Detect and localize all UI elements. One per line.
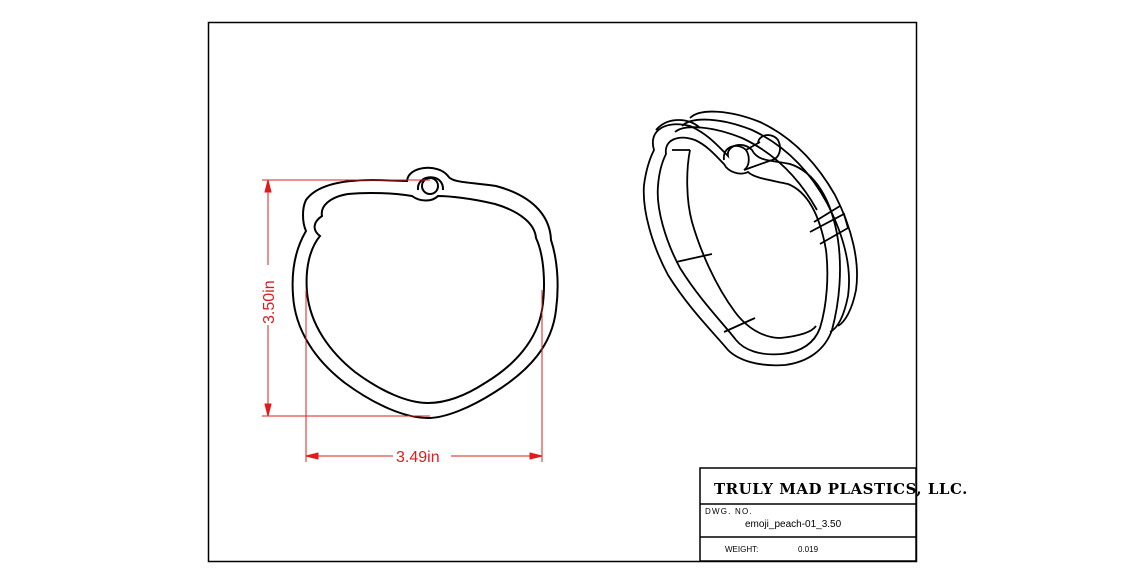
height-arrow-top	[264, 179, 272, 193]
front-outer-outline	[291, 166, 559, 420]
weight-label: WEIGHT:	[725, 545, 758, 554]
title-block-frame	[699, 467, 917, 562]
iso-back-rim-3	[674, 126, 818, 211]
iso-front-inner	[656, 136, 829, 356]
dwg-no-value: emoji_peach-01_3.50	[745, 519, 842, 530]
iso-wall-edge-1	[675, 253, 713, 263]
iso-inner-wall	[686, 149, 817, 339]
iso-wall-edge-2	[723, 317, 756, 333]
isometric-view	[642, 110, 858, 367]
iso-front-outer	[642, 123, 841, 367]
width-dimension-label: 3.49in	[396, 449, 440, 466]
width-arrow-right	[529, 452, 543, 460]
front-hang-tab	[416, 176, 445, 191]
height-arrow-bottom	[264, 403, 272, 417]
iso-hang-loop-back	[757, 134, 781, 161]
weight-value: 0.019	[798, 545, 819, 554]
front-inner-outline	[305, 191, 545, 405]
height-dimension-label: 3.50in	[261, 280, 278, 324]
company-name: TRULY MAD PLASTICS, LLC.	[714, 480, 968, 498]
dwg-no-label: DWG. NO.	[705, 507, 753, 516]
iso-hang-loop-front	[723, 145, 750, 171]
title-block	[699, 467, 917, 562]
sheet-border	[207, 21, 918, 563]
iso-side-tab	[809, 212, 850, 245]
width-arrow-left	[305, 452, 319, 460]
front-view	[291, 166, 559, 420]
iso-back-rim-1	[689, 110, 858, 327]
